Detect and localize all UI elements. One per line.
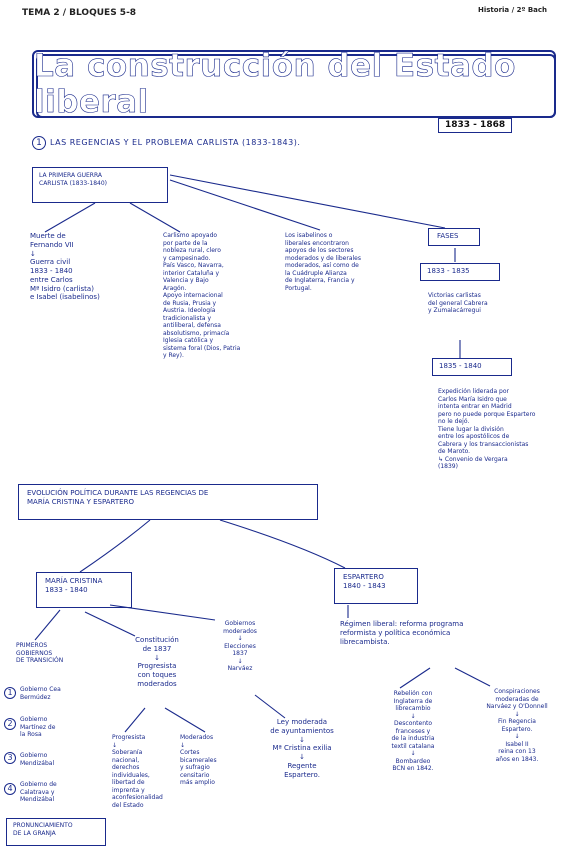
gob-3: Gobierno Mendizábal: [20, 752, 55, 767]
fase1-text: Victorias carlistas del general Cabrera …: [428, 292, 488, 314]
gob-4: Gobierno de Calatrava y Mendizábal: [20, 781, 57, 803]
evolution-box: EVOLUCIÓN POLÍTICA DURANTE LAS REGENCIAS…: [18, 484, 318, 520]
gob-number-3: 3: [4, 752, 16, 764]
gob-2: Gobierno Martínez de la Rosa: [20, 716, 56, 738]
gob-1: Gobierno Cea Bermúdez: [20, 686, 61, 701]
moderados-col: Moderados ↓ Cortes bicamerales y sufragi…: [180, 734, 217, 786]
carlist-col-support: Carlismo apoyado por parte de la nobleza…: [163, 232, 241, 359]
maria-cristina-box: MARÍA CRISTINA 1833 - 1840: [36, 572, 132, 608]
fase2-box: 1835 - 1840: [432, 358, 512, 376]
carlist-col-causes: Muerte de Fernando VII ↓ Guerra civil 18…: [30, 232, 100, 302]
regimen-liberal: Régimen liberal: reforma programa reform…: [340, 620, 464, 646]
fase1-box: 1833 - 1835: [420, 263, 500, 281]
carlist-col-isabelinos: Los isabelinos o liberales encontraron a…: [285, 232, 361, 292]
section-heading: LAS REGENCIAS Y EL PROBLEMA CARLISTA (18…: [50, 138, 301, 147]
granja-box: PRONUNCIAMIENTO DE LA GRANJA: [6, 818, 106, 846]
rebelion-col: Rebelión con Inglaterra de librecambio ↓…: [391, 690, 435, 772]
primeros-gobiernos: PRIMEROS GOBIERNOS DE TRANSICIÓN: [16, 642, 64, 664]
ley-ayuntamientos: Ley moderada de ayuntamientos ↓ Mª Crist…: [270, 718, 334, 779]
progresista-col: Progresista ↓ Soberanía nacional, derech…: [112, 734, 163, 809]
section-number: 1: [32, 136, 46, 150]
title-dates: 1833 - 1868: [438, 118, 513, 134]
page-title: La construcción del Estado liberal: [32, 48, 556, 120]
constitucion-1837: Constitución de 1837 ↓ Progresista con t…: [135, 636, 179, 688]
gobiernos-moderados: Gobiernos moderados ↓ Elecciones 1837 ↓ …: [223, 620, 257, 672]
espartero-box: ESPARTERO 1840 - 1843: [334, 568, 418, 604]
conspiraciones-col: Conspiraciones moderadas de Narváez y O'…: [486, 688, 548, 763]
fase2-text: Expedición liderada por Carlos María Isi…: [438, 388, 536, 470]
gob-number-1: 1: [4, 687, 16, 699]
course-header: Historia / 2º Bach: [478, 6, 548, 14]
gob-number-2: 2: [4, 718, 16, 730]
carlist-war-box: LA PRIMERA GUERRA CARLISTA (1833-1840): [32, 167, 168, 203]
gob-number-4: 4: [4, 783, 16, 795]
fases-box: FASES: [428, 228, 480, 246]
topic-header: TEMA 2 / BLOQUES 5-8: [22, 8, 137, 18]
